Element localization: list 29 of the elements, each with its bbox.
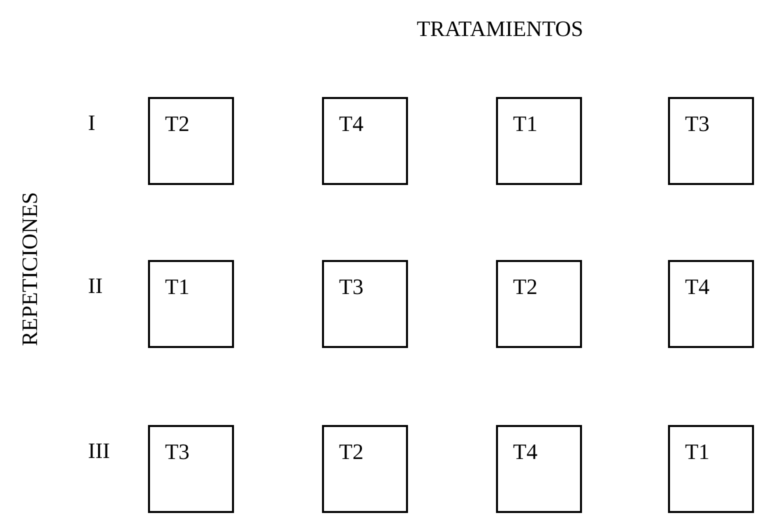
plot-box (496, 260, 582, 348)
plot-box (322, 97, 408, 185)
row-label: I (88, 112, 96, 134)
plot-box (148, 425, 234, 513)
plot-box (668, 97, 754, 185)
treatment-label: T4 (685, 276, 710, 298)
treatment-label: T3 (685, 113, 710, 135)
plot-box (668, 260, 754, 348)
plot-box (322, 425, 408, 513)
treatment-label: T2 (339, 441, 364, 463)
plot-box (148, 260, 234, 348)
plot-box (496, 97, 582, 185)
row-label: III (88, 440, 110, 462)
treatment-label: T1 (513, 113, 538, 135)
plot-box (148, 97, 234, 185)
plot-box (496, 425, 582, 513)
plot-box (322, 260, 408, 348)
treatment-label: T2 (165, 113, 190, 135)
treatment-label: T1 (685, 441, 710, 463)
treatment-label: T4 (513, 441, 538, 463)
axis-label: REPETICIONES (19, 191, 41, 348)
row-label: II (88, 275, 103, 297)
treatment-label: T3 (339, 276, 364, 298)
treatment-label: T1 (165, 276, 190, 298)
treatment-label: T4 (339, 113, 364, 135)
treatment-label: T3 (165, 441, 190, 463)
heading: TRATAMIENTOS (416, 18, 584, 40)
plot-box (668, 425, 754, 513)
treatment-label: T2 (513, 276, 538, 298)
